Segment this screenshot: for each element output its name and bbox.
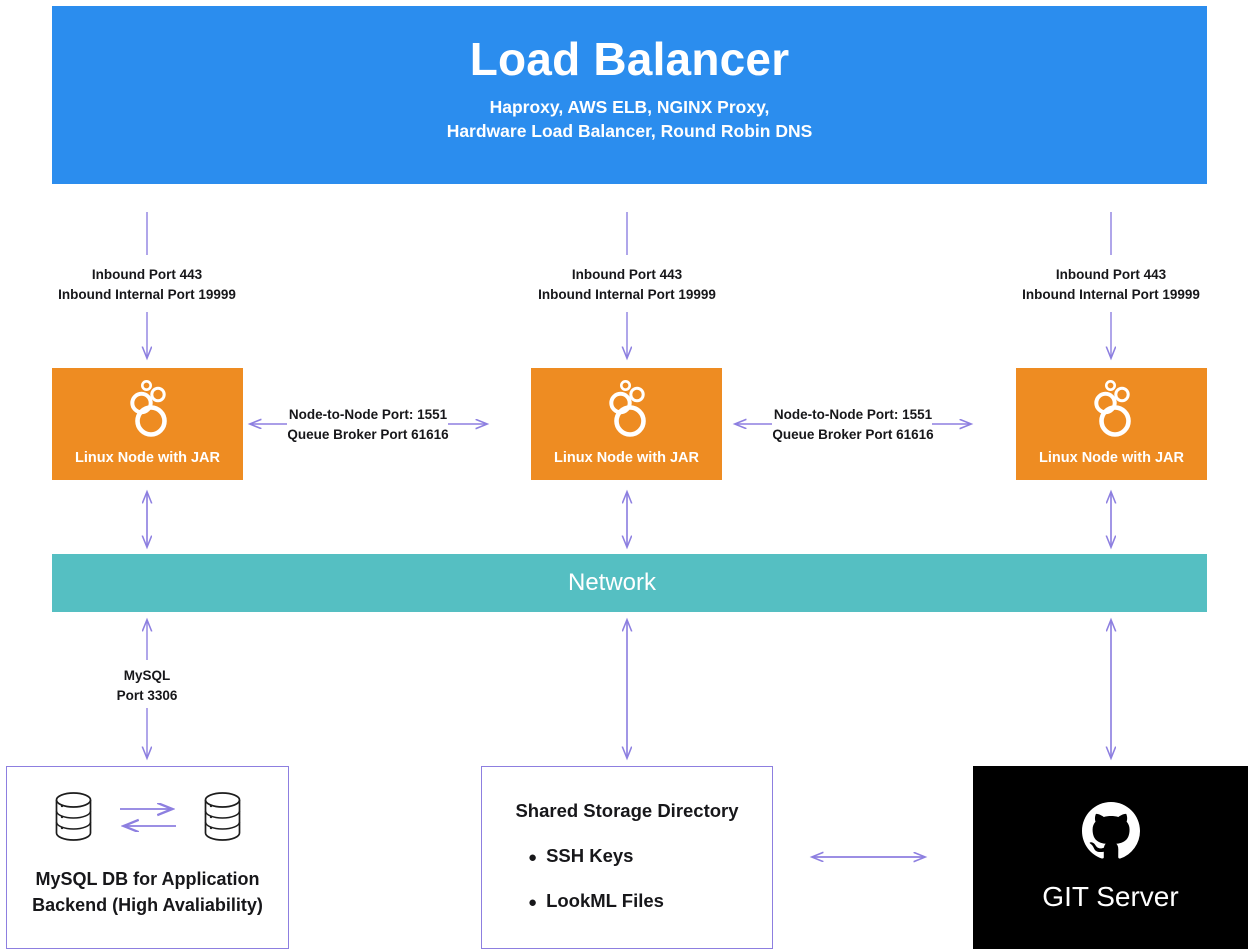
shared-storage-title: Shared Storage Directory (515, 800, 739, 821)
network-bar: Network (52, 554, 1207, 612)
linux-node-2-label: Linux Node with JAR (554, 450, 699, 466)
inbound-label-node2-line1: Inbound Port 443 (571, 267, 683, 282)
shared-storage-list: ● SSH Keys ● LookML Files (528, 845, 664, 935)
list-item: ● LookML Files (528, 890, 664, 912)
inbound-label-node3-line1: Inbound Port 443 (1055, 267, 1167, 282)
bullet-icon: ● (528, 894, 538, 911)
node-link-label-1-2-line2: Queue Broker Port 61616 (287, 426, 449, 442)
looker-logo-icon (1085, 377, 1139, 444)
linux-node-3: Linux Node with JAR (1016, 368, 1207, 480)
inbound-label-node3: Inbound Port 443 Inbound Internal Port 1… (1011, 265, 1211, 304)
git-server-box: GIT Server (973, 766, 1248, 949)
git-server-label: GIT Server (1042, 881, 1179, 912)
load-balancer-subtitle-line2: Hardware Load Balancer, Round Robin DNS (446, 121, 813, 142)
node-link-label-2-3: Node-to-Node Port: 1551 Queue Broker Por… (733, 405, 973, 444)
linux-node-2: Linux Node with JAR (531, 368, 722, 480)
mysql-db-caption: MySQL DB for Application Backend (High A… (7, 866, 288, 918)
linux-node-3-label: Linux Node with JAR (1039, 450, 1184, 466)
looker-logo-icon (121, 377, 175, 444)
shared-storage-item-label: LookML Files (546, 890, 664, 911)
inbound-label-node2: Inbound Port 443 Inbound Internal Port 1… (527, 265, 727, 304)
inbound-label-node3-line2: Inbound Internal Port 19999 (1022, 286, 1200, 302)
mysql-link-label-line1: MySQL (123, 668, 171, 683)
database-cylinder-icon (201, 791, 244, 848)
db-replication-group (7, 791, 288, 848)
inbound-label-node1-line2: Inbound Internal Port 19999 (58, 286, 236, 302)
bullet-icon: ● (528, 849, 538, 866)
db-replication-arrows (117, 795, 179, 844)
github-octocat-icon (1081, 802, 1140, 865)
mysql-link-label-line2: Port 3306 (116, 687, 178, 703)
mysql-db-caption-line1: MySQL DB for Application (35, 868, 260, 889)
list-item: ● SSH Keys (528, 845, 664, 867)
load-balancer-title: Load Balancer (469, 33, 790, 85)
load-balancer-subtitle: Haproxy, AWS ELB, NGINX Proxy, Hardware … (447, 95, 813, 145)
looker-logo-icon (600, 377, 654, 444)
mysql-db-box: MySQL DB for Application Backend (High A… (6, 766, 289, 949)
database-cylinder-icon (52, 791, 95, 848)
linux-node-1-label: Linux Node with JAR (75, 450, 220, 466)
node-link-label-2-3-line2: Queue Broker Port 61616 (772, 426, 934, 442)
node-link-label-1-2-line1: Node-to-Node Port: 1551 (288, 407, 448, 422)
load-balancer-box: Load Balancer Haproxy, AWS ELB, NGINX Pr… (52, 6, 1207, 184)
mysql-db-caption-line2: Backend (High Avaliability) (32, 894, 263, 915)
node-link-label-1-2: Node-to-Node Port: 1551 Queue Broker Por… (248, 405, 488, 444)
shared-storage-item-label: SSH Keys (546, 845, 634, 866)
inbound-label-node1: Inbound Port 443 Inbound Internal Port 1… (47, 265, 247, 304)
mysql-link-label: MySQL Port 3306 (47, 666, 247, 705)
inbound-label-node1-line1: Inbound Port 443 (91, 267, 203, 282)
inbound-label-node2-line2: Inbound Internal Port 19999 (538, 286, 716, 302)
linux-node-1: Linux Node with JAR (52, 368, 243, 480)
shared-storage-box: Shared Storage Directory ● SSH Keys ● Look… (481, 766, 773, 949)
network-label: Network (567, 569, 657, 596)
load-balancer-subtitle-line1: Haproxy, AWS ELB, NGINX Proxy, (489, 96, 770, 117)
node-link-label-2-3-line1: Node-to-Node Port: 1551 (773, 407, 933, 422)
